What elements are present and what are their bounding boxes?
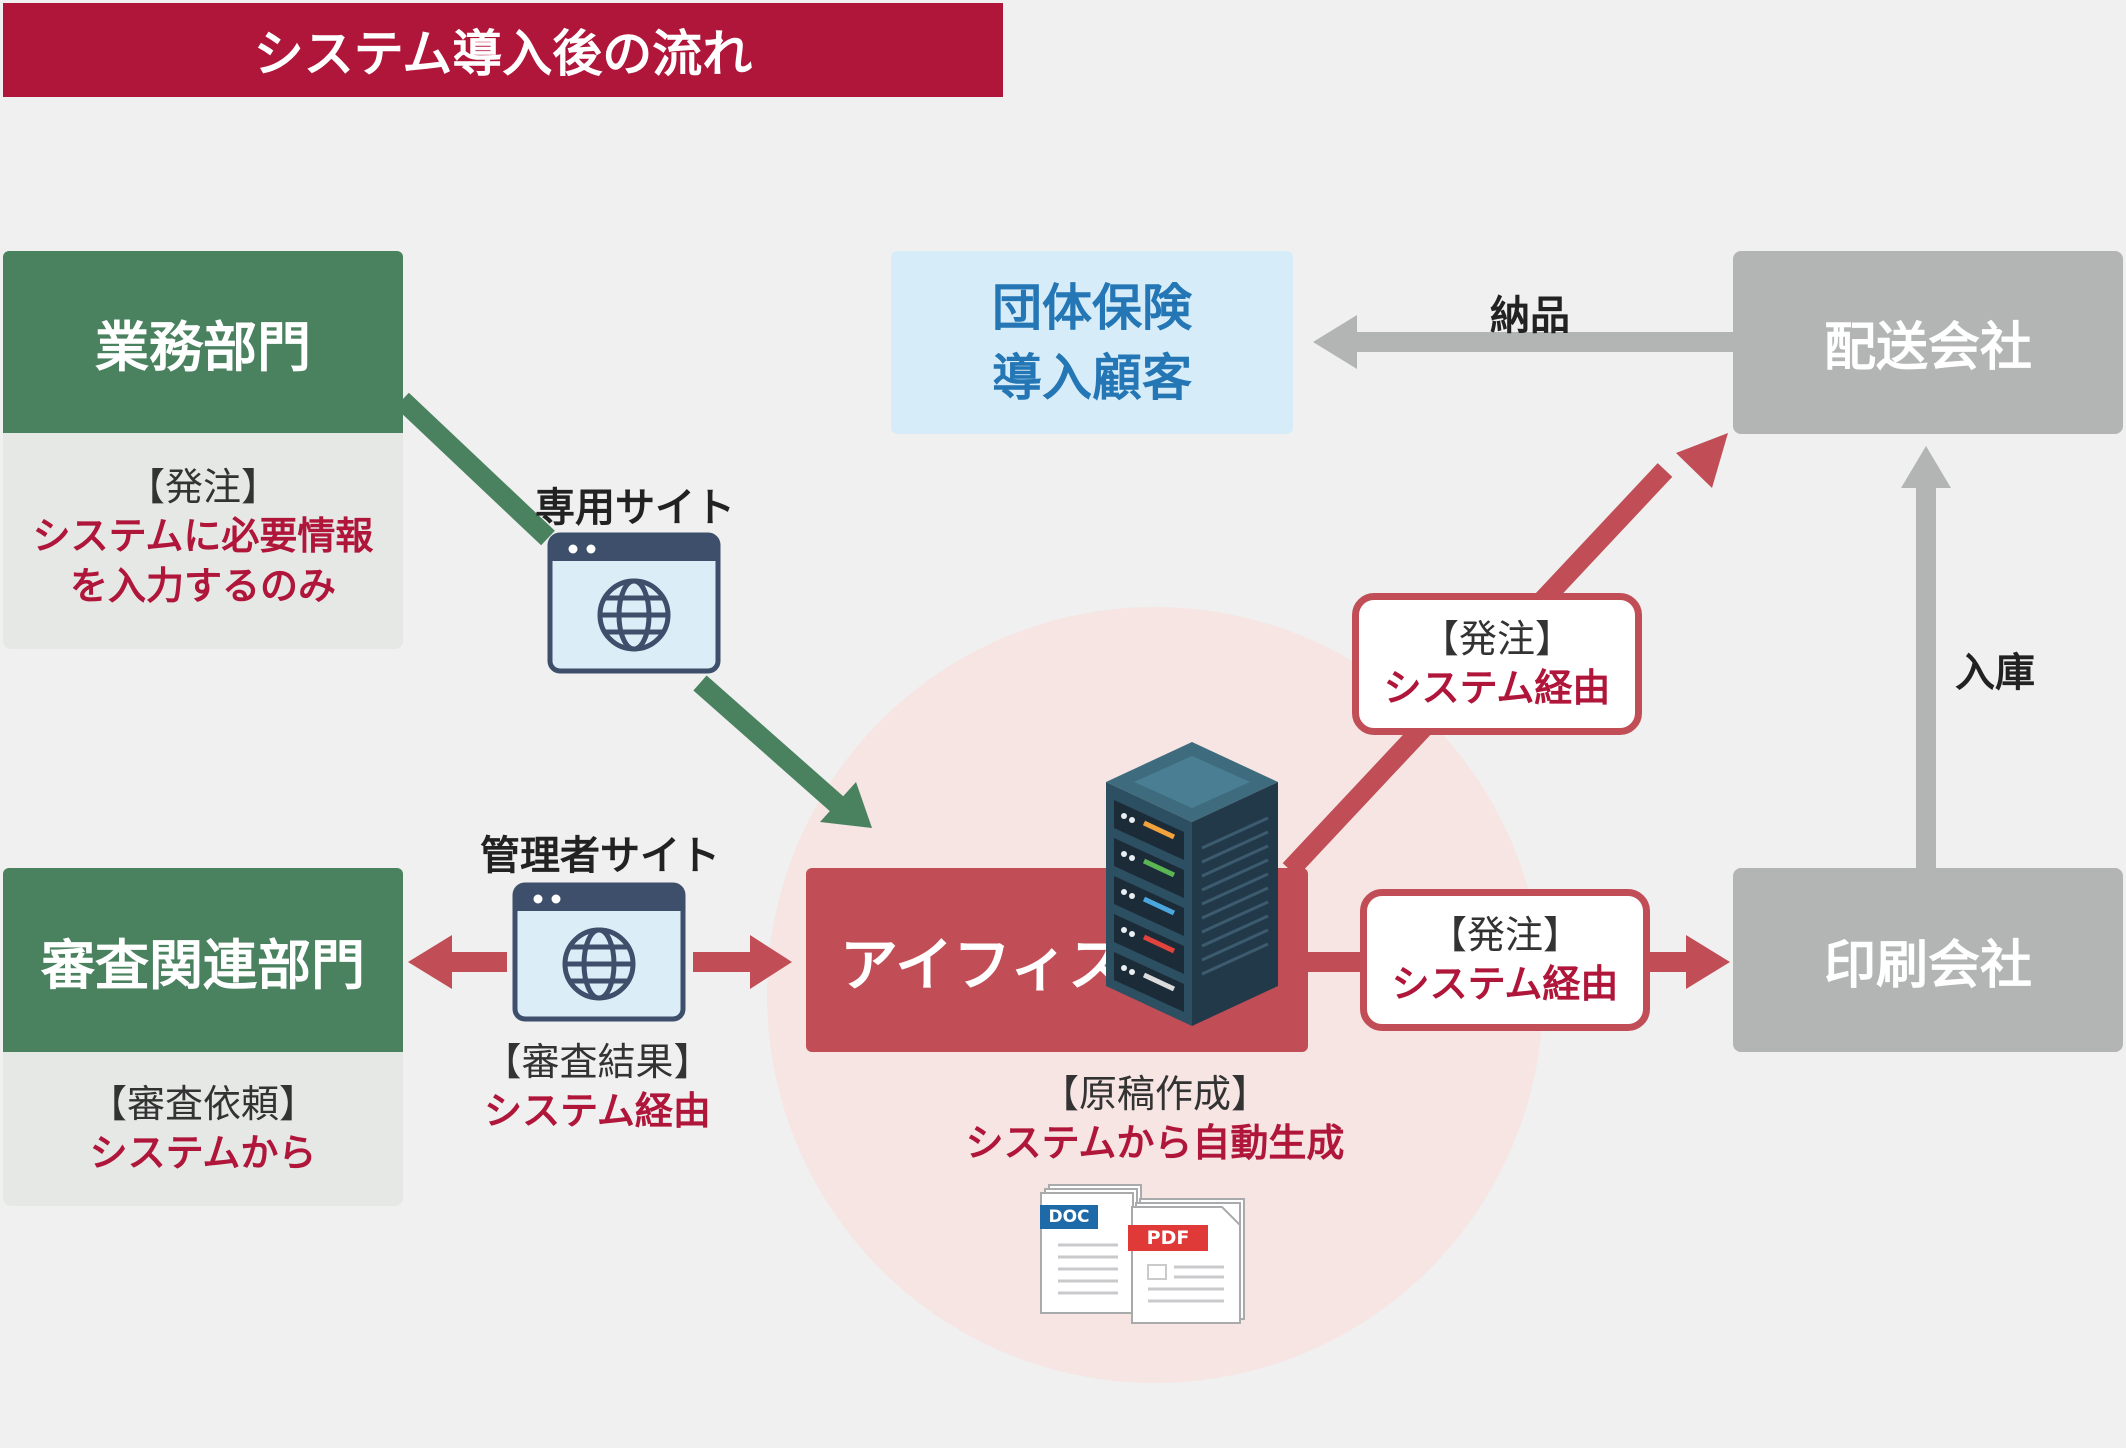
review-dept-header: 審査関連部門: [3, 868, 403, 1052]
review-result-text: システム経由: [484, 1089, 711, 1134]
review-result-bracket: 【審査結果】: [483, 1040, 712, 1084]
delivery-label: 納品: [1490, 293, 1570, 339]
arrowhead-to-customer: [1313, 315, 1357, 369]
arrow-site-to-afis: [693, 675, 845, 813]
pdf-tag: PDF: [1146, 1227, 1190, 1249]
customer-line1: 団体保険: [992, 278, 1192, 337]
review-dept-note: 【審査依頼】 システムから: [3, 1052, 403, 1206]
review-dept-note-bracket: 【審査依頼】: [88, 1082, 317, 1126]
business-dept-header: 業務部門: [3, 251, 403, 433]
business-dept-note: 【発注】 システムに必要情報 を入力するのみ: [3, 433, 403, 649]
doc-tag: DOC: [1048, 1207, 1090, 1227]
documents-icon: [1040, 1184, 1245, 1324]
order-upper-text: システム経由: [1383, 666, 1611, 710]
draft-bracket: 【原稿作成】: [1040, 1072, 1269, 1116]
order-badge-upper: 【発注】 システム経由: [1352, 593, 1642, 735]
arrowhead-to-delivery: [1676, 433, 1728, 488]
server-icon: [1106, 742, 1278, 1026]
order-lower-bracket: 【発注】: [1428, 912, 1581, 957]
delivery-company-box: 配送会社: [1733, 251, 2123, 434]
admin-site-label: 管理者サイト: [480, 833, 720, 879]
arrowhead-to-delivery-up: [1901, 446, 1951, 488]
customer-box: 団体保険 導入顧客: [891, 251, 1293, 434]
business-dept-note-line1: システムに必要情報: [32, 514, 374, 559]
arrowhead-to-review: [408, 935, 452, 989]
printing-company-box: 印刷会社: [1733, 868, 2123, 1052]
order-upper-bracket: 【発注】: [1420, 616, 1573, 661]
browser-globe-icon: [547, 532, 721, 674]
arrow-business-to-site: [395, 392, 555, 546]
review-result-note: 【審査結果】 システム経由: [470, 1038, 725, 1137]
warehousing-label: 入庫: [1955, 650, 2035, 696]
review-dept-note-line1: システムから: [89, 1131, 317, 1176]
business-dept-note-bracket: 【発注】: [126, 465, 279, 509]
arrowhead-to-afis: [750, 935, 792, 989]
arrowhead-site-to-afis: [820, 782, 872, 828]
draft-note: 【原稿作成】 システムから自動生成: [950, 1070, 1360, 1169]
page-title: システム導入後の流れ: [3, 3, 1003, 97]
order-badge-lower: 【発注】 システム経由: [1360, 889, 1650, 1031]
customer-line2: 導入顧客: [992, 348, 1192, 407]
dedicated-site-label: 専用サイト: [535, 485, 735, 531]
admin-browser-globe-icon: [512, 882, 686, 1022]
arrowhead-to-printing: [1686, 935, 1730, 989]
business-dept-note-line2: を入力するのみ: [69, 563, 336, 608]
order-lower-text: システム経由: [1391, 962, 1619, 1006]
draft-text: システムから自動生成: [965, 1121, 1345, 1166]
